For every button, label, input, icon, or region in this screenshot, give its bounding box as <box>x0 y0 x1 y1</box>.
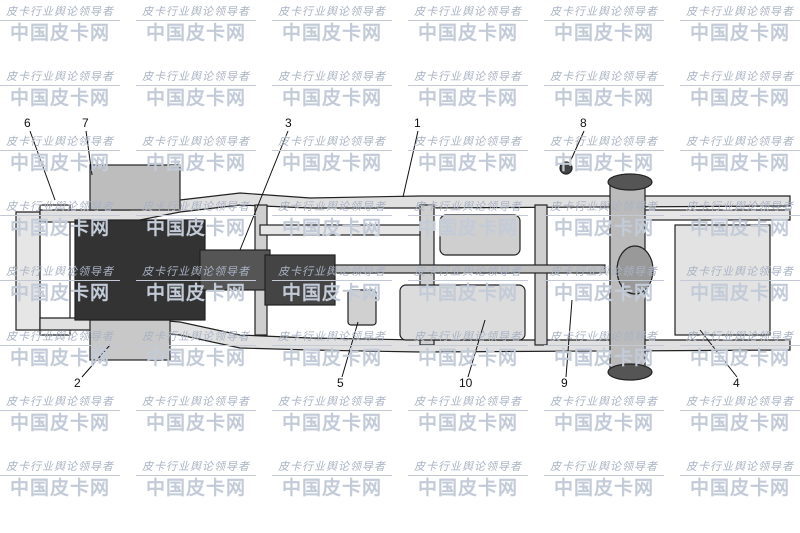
rear-differential <box>616 245 654 295</box>
front-upper-module <box>89 164 181 211</box>
callout-label-3: 3 <box>285 116 292 130</box>
front-pipe <box>259 224 421 236</box>
callout-label-7: 7 <box>82 116 89 130</box>
control-module <box>347 289 377 326</box>
callout-label-6: 6 <box>24 116 31 130</box>
callout-label-2: 2 <box>74 376 81 390</box>
rear-wheel-hub <box>607 363 653 381</box>
fuel-tank <box>399 284 526 341</box>
front-crossmember <box>39 204 71 336</box>
upper-frame-rail <box>39 192 791 223</box>
crossmember <box>534 204 548 346</box>
callout-label-4: 4 <box>733 376 740 390</box>
muffler <box>439 214 521 256</box>
callout-label-9: 9 <box>561 376 568 390</box>
callout-label-10: 10 <box>459 376 473 390</box>
callout-label-8: 8 <box>580 116 587 130</box>
rear-tank <box>674 224 771 336</box>
callout-label-5: 5 <box>337 376 344 390</box>
rear-wheel-hub <box>607 173 653 191</box>
engine <box>74 219 206 321</box>
transfer-case <box>264 254 336 306</box>
callout-label-1: 1 <box>414 116 421 130</box>
driveshaft <box>334 264 606 274</box>
front-bumper-frame <box>15 211 41 331</box>
small-part <box>559 161 573 175</box>
transmission <box>199 249 271 291</box>
